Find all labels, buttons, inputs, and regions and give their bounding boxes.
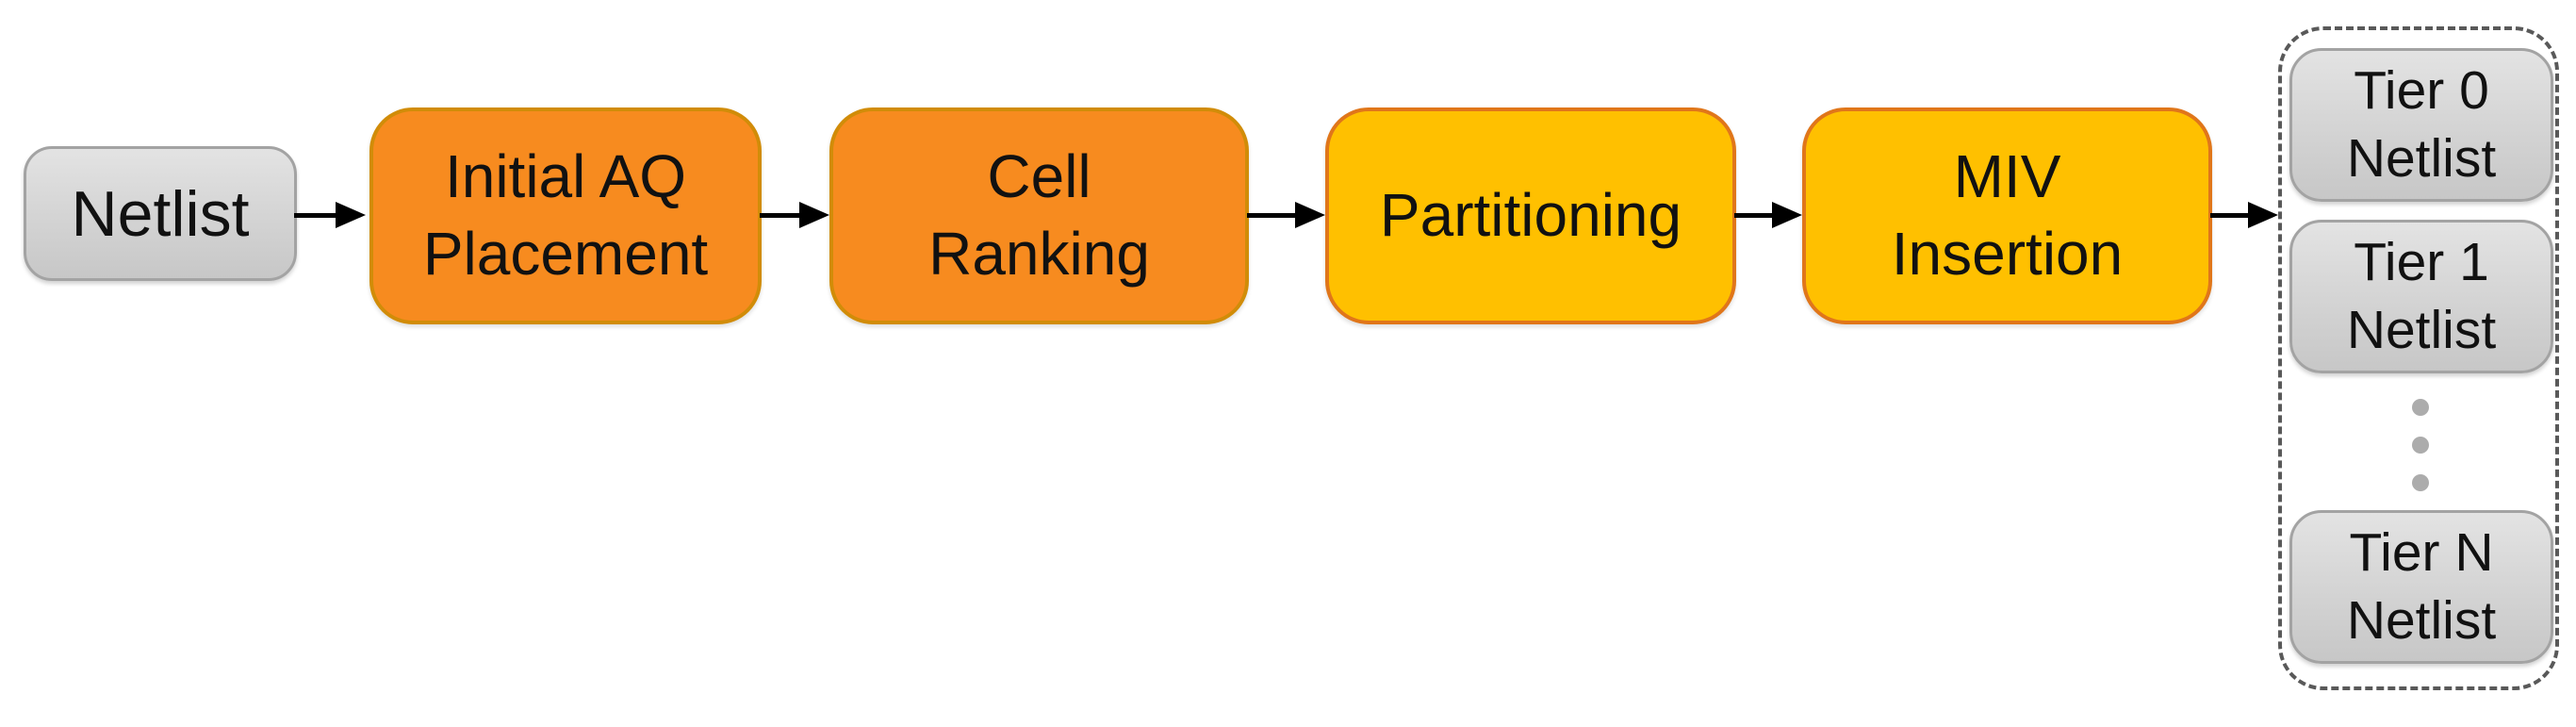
process-label: Initial AQ Placement [422, 142, 709, 288]
tier-1-netlist-box: Tier 1 Netlist [2289, 220, 2553, 373]
ellipsis-dot [2412, 437, 2429, 454]
tier-n-netlist-box: Tier N Netlist [2289, 510, 2553, 664]
process-label: Partitioning [1379, 181, 1682, 250]
process-box-cell-ranking: Cell Ranking [829, 107, 1249, 324]
process-box-partitioning: Partitioning [1325, 107, 1736, 324]
tier-label: Tier 1 Netlist [2346, 232, 2497, 360]
flow-arrow [1247, 201, 1325, 229]
arrow-head-icon [336, 202, 366, 228]
flow-arrow [760, 201, 829, 229]
netlist-input-label: Netlist [71, 177, 250, 250]
process-box-initial-aq-placement: Initial AQ Placement [369, 107, 762, 324]
ellipsis-dot [2412, 399, 2429, 416]
arrow-head-icon [2248, 202, 2278, 228]
process-label: Cell Ranking [928, 142, 1150, 288]
arrow-shaft [1734, 212, 1772, 218]
process-label: MIV Insertion [1891, 142, 2124, 288]
flow-arrow [1734, 201, 1802, 229]
process-box-miv-insertion: MIV Insertion [1802, 107, 2212, 324]
arrow-shaft [2210, 212, 2248, 218]
tier-label: Tier 0 Netlist [2346, 60, 2497, 189]
netlist-input-box: Netlist [24, 146, 297, 281]
arrow-shaft [1247, 212, 1295, 218]
ellipsis-dot [2412, 474, 2429, 491]
flow-arrow [2210, 201, 2278, 229]
arrow-head-icon [799, 202, 829, 228]
flow-arrow [294, 201, 366, 229]
arrow-head-icon [1295, 202, 1325, 228]
tier-0-netlist-box: Tier 0 Netlist [2289, 48, 2553, 202]
arrow-shaft [760, 212, 799, 218]
arrow-shaft [294, 212, 336, 218]
tier-label: Tier N Netlist [2346, 522, 2497, 651]
tier-netlists-container: Tier 0 Netlist Tier 1 Netlist Tier N Net… [2278, 26, 2559, 690]
arrow-head-icon [1772, 202, 1802, 228]
